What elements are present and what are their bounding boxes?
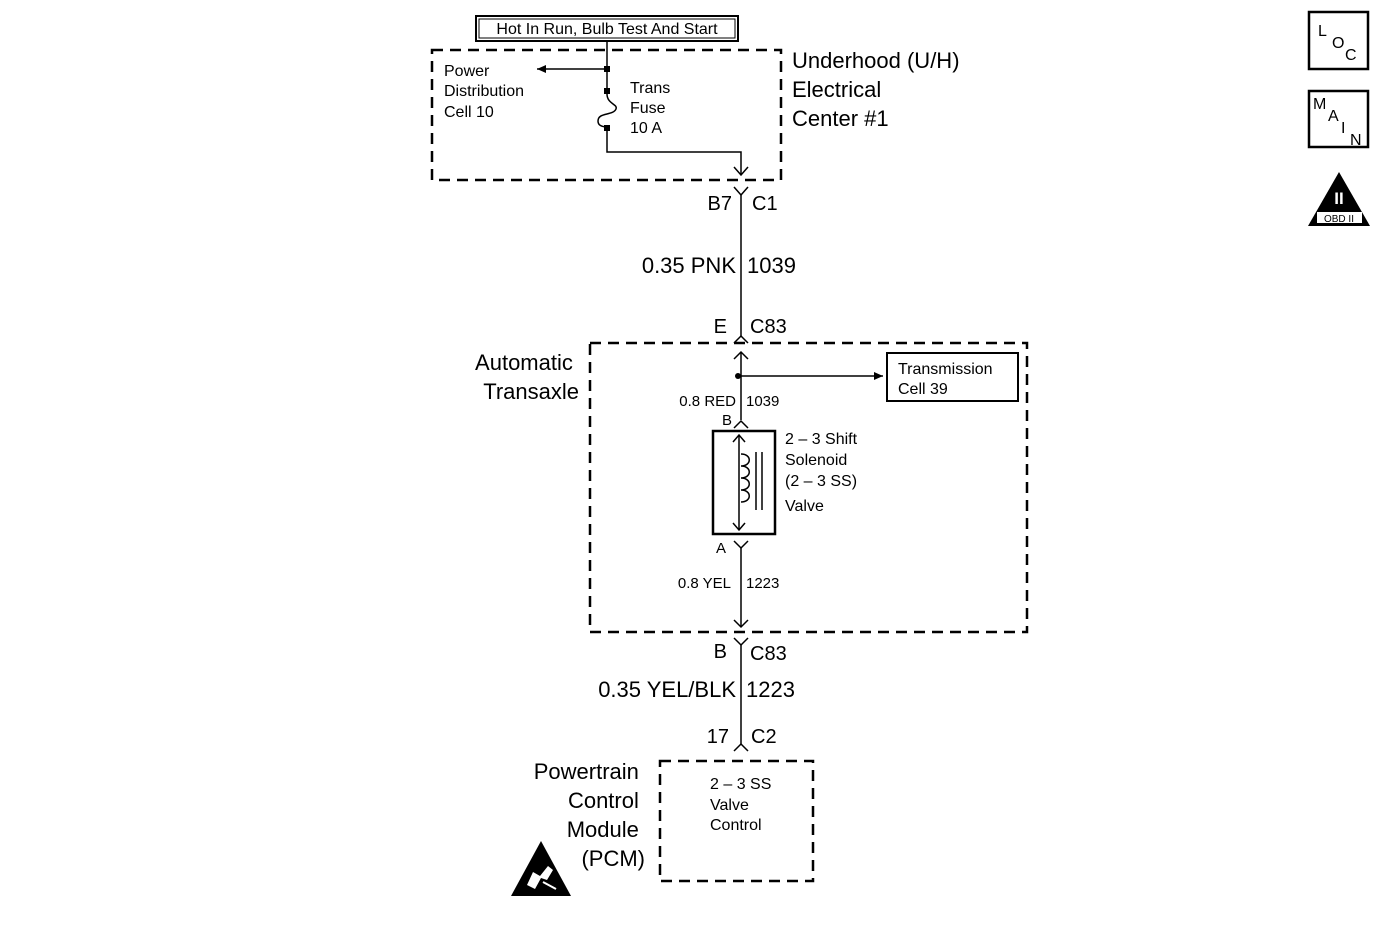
svg-text:I: I: [1341, 120, 1345, 137]
c83-bottom-name: C83: [750, 643, 787, 665]
c2-pin: 17: [707, 726, 729, 748]
obd-ii-icon[interactable]: II OBD II: [1308, 172, 1370, 226]
pin-a-label: A: [716, 540, 726, 557]
c1-name: C1: [752, 193, 778, 215]
wire-bottom-gauge: 0.35 YEL/BLK: [598, 677, 736, 702]
svg-text:OBD II: OBD II: [1324, 214, 1354, 225]
connector-c83-top: E C83: [714, 316, 787, 344]
source-label: Hot In Run, Bulb Test And Start: [496, 21, 718, 38]
wire-out-circuit: 1223: [746, 575, 779, 592]
esd-warning-icon: [511, 841, 571, 896]
transaxle-title: Automatic Transaxle: [475, 350, 579, 404]
wire-top-gauge: 0.35 PNK: [642, 253, 736, 278]
main-icon[interactable]: M A I N: [1307, 89, 1370, 149]
solenoid-icon: [711, 429, 777, 536]
wire-bottom-circuit: 1223: [746, 677, 795, 702]
loc-icon[interactable]: L O C: [1307, 10, 1370, 71]
pcm-title: Powertrain Control Module (PCM): [534, 759, 645, 871]
power-dist-label: Power Distribution Cell 10: [444, 63, 528, 121]
pin-b-label: B: [722, 412, 732, 429]
fuse-label: Trans Fuse 10 A: [630, 80, 675, 137]
svg-text:A: A: [1328, 108, 1339, 125]
wire-in-circuit: 1039: [746, 393, 779, 410]
connector-c2: 17 C2: [707, 726, 777, 752]
svg-text:Transmission Cell 39: Transmission Cell 39: [898, 361, 997, 398]
c83-top-pin: E: [714, 316, 727, 338]
uh-center-title: Underhood (U/H) Electrical Center #1: [792, 48, 966, 131]
svg-text:M: M: [1313, 96, 1326, 113]
pcm: 2 – 3 SS Valve Control Powertrain Contro…: [511, 759, 815, 896]
svg-text:L: L: [1318, 23, 1327, 40]
svg-text:O: O: [1332, 35, 1344, 52]
source-box: Hot In Run, Bulb Test And Start: [475, 15, 739, 42]
uh-center: Power Distribution Cell 10 Trans Fuse 10…: [430, 41, 966, 182]
c83-top-name: C83: [750, 316, 787, 338]
wire-in-gauge: 0.8 RED: [679, 393, 736, 410]
fuse-icon: [597, 93, 617, 129]
c1-pin: B7: [708, 193, 732, 215]
connector-c83-bottom: B C83: [714, 637, 787, 665]
pcm-function-label: 2 – 3 SS Valve Control: [710, 776, 776, 834]
connector-c1: B7 C1: [708, 186, 778, 215]
transaxle: Automatic Transaxle Transmission Cell 39…: [475, 341, 1029, 634]
svg-text:II: II: [1334, 189, 1343, 208]
wire-out-gauge: 0.8 YEL: [678, 575, 731, 592]
c2-name: C2: [751, 726, 777, 748]
svg-text:C: C: [1345, 47, 1357, 64]
transmission-ref-box: Transmission Cell 39: [886, 352, 1019, 402]
wire-top-circuit: 1039: [747, 253, 796, 278]
c83-bottom-pin: B: [714, 641, 727, 663]
solenoid-label: 2 – 3 Shift Solenoid (2 – 3 SS) Valve: [785, 431, 862, 515]
svg-text:N: N: [1350, 132, 1362, 149]
